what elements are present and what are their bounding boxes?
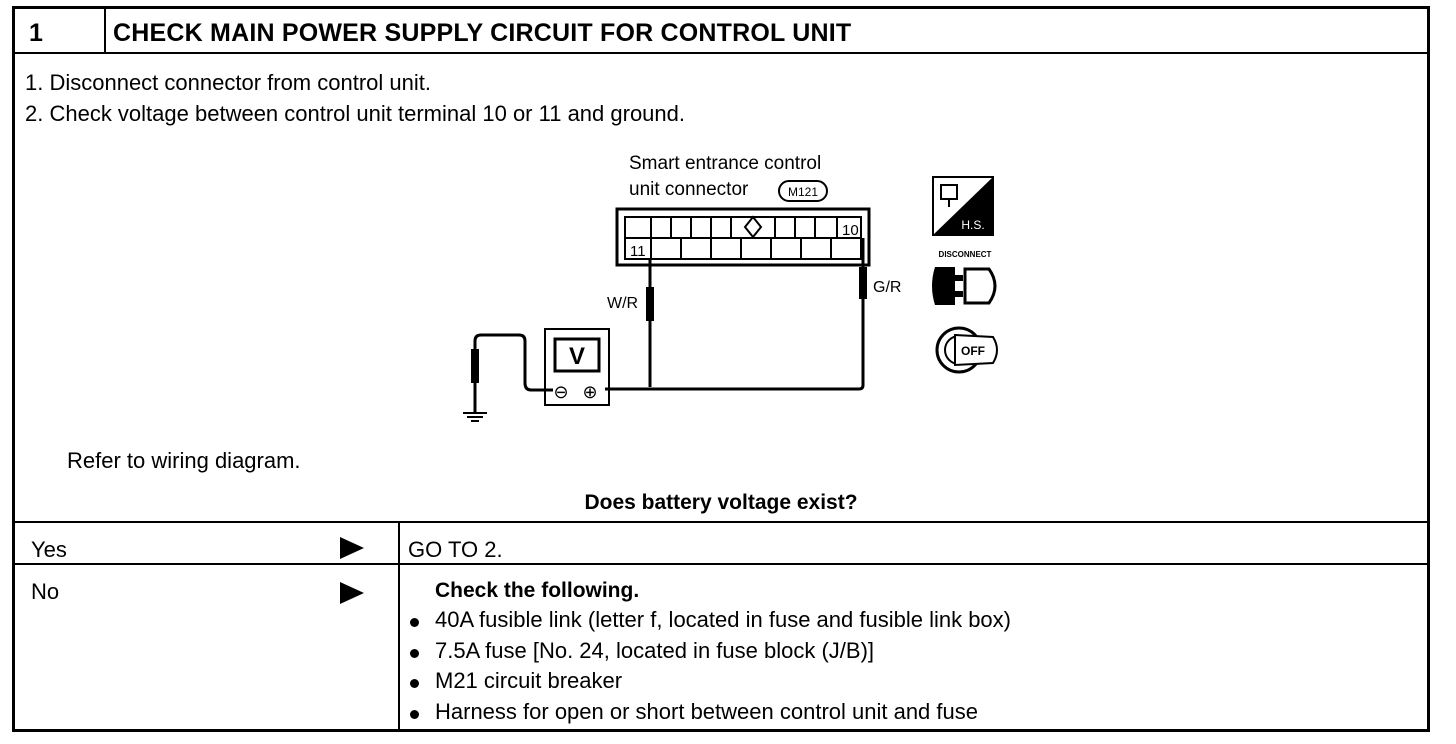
answer-no-action-title: Check the following.	[435, 579, 640, 602]
answers-top-divider	[15, 521, 1427, 523]
wire-label-gr: G/R	[873, 279, 901, 296]
check-item-2: 7.5A fuse [No. 24, located in fuse block…	[435, 638, 875, 663]
disconnect-label: DISCONNECT	[939, 250, 992, 259]
connector-id: M121	[788, 185, 818, 199]
instruction-2: 2. Check voltage between control unit te…	[25, 101, 685, 126]
answer-no-arrow-icon	[340, 582, 364, 604]
probe-ground	[471, 349, 479, 383]
connector-id-badge	[778, 180, 828, 202]
connector-cavity-lines	[650, 217, 838, 259]
bullet-icon	[410, 679, 419, 688]
check-item-3: M21 circuit breaker	[435, 668, 623, 693]
lead-ground	[473, 333, 553, 413]
instruction-1: 1. Disconnect connector from control uni…	[25, 70, 431, 95]
disconnect-icon: DISCONNECT	[932, 250, 997, 305]
harness-side-icon: H.S.	[932, 176, 994, 236]
answer-no-label: No	[31, 579, 60, 604]
step-number: 1	[29, 19, 43, 47]
connector-label-line2: unit connector	[629, 179, 749, 200]
answers-row-divider	[15, 563, 1427, 565]
probe-wr	[646, 287, 654, 321]
check-question: Does battery voltage exist?	[584, 491, 858, 514]
key-off-label: OFF	[961, 344, 985, 358]
ground-symbol	[463, 412, 487, 422]
meter-minus-terminal: ⊖	[553, 382, 568, 402]
answer-yes-label: Yes	[31, 537, 67, 562]
terminal-11-label: 11	[630, 243, 646, 260]
terminal-10-label: 10	[842, 222, 859, 239]
check-item-4: Harness for open or short between contro…	[435, 699, 978, 724]
hs-label: H.S.	[961, 218, 984, 232]
answers-column-divider	[398, 521, 400, 729]
connector-key	[743, 215, 763, 239]
voltmeter-display	[553, 337, 601, 373]
connector-body	[615, 207, 871, 267]
check-item-1: 40A fusible link (letter f, located in f…	[435, 607, 1011, 632]
probe-gr	[859, 267, 867, 299]
step-number-divider	[104, 9, 106, 53]
lead-gr	[605, 238, 865, 391]
header-divider	[15, 52, 1427, 54]
ignition-off-icon: OFF	[935, 326, 998, 374]
voltage-check-diagram: Smart entrance control unit connector M1…	[463, 153, 998, 422]
bullet-icon	[410, 649, 419, 658]
wire-label-wr: W/R	[607, 295, 638, 312]
answer-yes-arrow-icon	[340, 537, 364, 559]
reference-note: Refer to wiring diagram.	[67, 448, 301, 473]
step-title: CHECK MAIN POWER SUPPLY CIRCUIT FOR CONT…	[113, 19, 852, 47]
voltmeter-symbol: V	[569, 343, 585, 370]
connector-label-line1: Smart entrance control	[629, 153, 821, 174]
bullet-icon	[410, 710, 419, 719]
meter-plus-terminal: ⊕	[582, 382, 597, 402]
voltmeter-body	[544, 328, 610, 406]
bullet-icon	[410, 618, 419, 627]
answer-yes-action: GO TO 2.	[408, 537, 503, 562]
diagnostic-procedure-table: 1 CHECK MAIN POWER SUPPLY CIRCUIT FOR CO…	[12, 6, 1430, 732]
